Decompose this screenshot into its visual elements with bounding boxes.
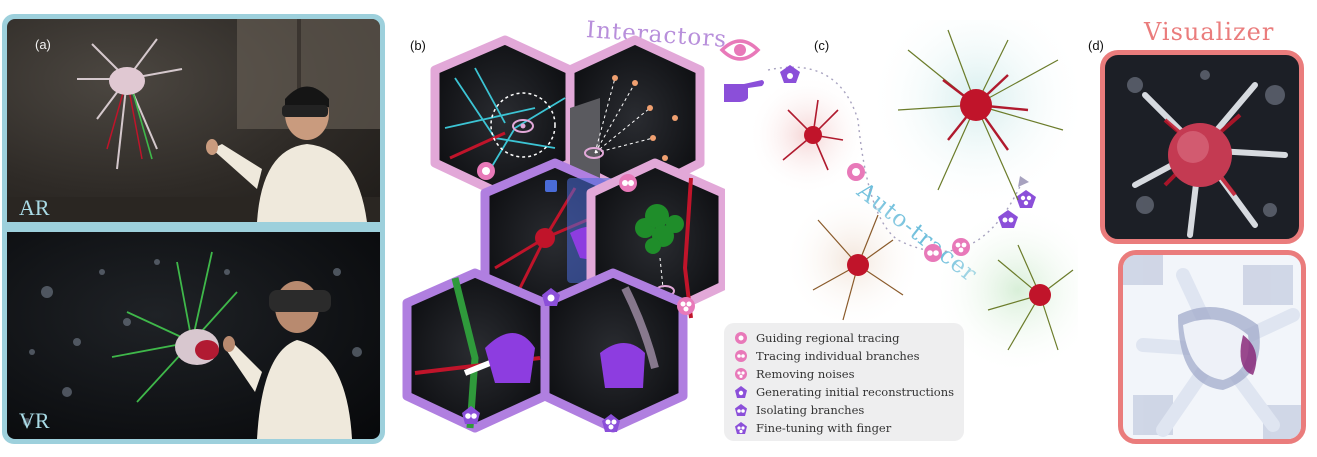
visualizer-title: Visualizer <box>1144 18 1275 46</box>
circle-three-dots-icon <box>952 238 970 256</box>
panel-d-label: (d) <box>1088 38 1104 53</box>
volume-render-illustration <box>1127 70 1288 238</box>
vr-photo: VR <box>7 232 380 439</box>
legend-item: Isolating branches <box>734 401 954 419</box>
neuron-large-top <box>897 29 1064 201</box>
legend-label: Fine-tuning with finger <box>756 421 892 435</box>
density-render-illustration <box>1123 255 1301 439</box>
circle-three-dots-icon <box>735 368 747 380</box>
ar-scene-illustration <box>7 19 380 222</box>
panel-a-label: (a) <box>35 37 51 52</box>
legend-item: Guiding regional tracing <box>734 329 954 347</box>
neuron-middle-left <box>812 214 904 321</box>
neuron-small-left <box>782 99 844 171</box>
pentagon-three-dots-icon <box>735 422 747 434</box>
legend-label: Guiding regional tracing <box>756 331 900 345</box>
legend-label: Tracing individual branches <box>756 349 920 363</box>
visualizer-density-render <box>1118 250 1306 444</box>
hex-guiding-regional-tracing <box>430 35 575 201</box>
hex-fine-tuning-with-finger <box>540 268 688 433</box>
ar-photo: (a) AR <box>7 19 380 222</box>
panel-b-label: (b) <box>410 38 426 53</box>
visualizer-volume-render <box>1100 50 1304 244</box>
pentagon-two-dots-icon <box>462 406 480 424</box>
vr-scene-illustration <box>23 251 362 439</box>
legend-label: Generating initial reconstructions <box>756 385 955 399</box>
neuron-bottom-right <box>987 244 1074 351</box>
pentagon-three-dots-icon <box>602 414 620 432</box>
pentagon-dot-icon <box>542 288 560 306</box>
legend-item: Fine-tuning with finger <box>734 419 954 437</box>
circle-dot-icon <box>735 332 747 344</box>
circle-dot-icon <box>847 163 865 181</box>
circle-two-dots-icon <box>619 174 637 192</box>
legend-item: Tracing individual branches <box>734 347 954 365</box>
panel-a-ar-vr-photos: (a) AR VR <box>2 14 385 444</box>
circle-two-dots-icon <box>735 350 747 362</box>
interactor-hexagon-cluster <box>402 35 725 433</box>
hex-isolating-branches <box>402 268 550 433</box>
vr-label: VR <box>19 408 50 433</box>
pentagon-three-dots-icon <box>1016 190 1036 208</box>
legend-label: Isolating branches <box>756 403 865 417</box>
autotracer-diagram <box>719 20 1078 375</box>
pentagon-two-dots-icon <box>735 404 747 416</box>
panel-c-label: (c) <box>814 38 830 53</box>
pentagon-dot-icon <box>735 386 747 398</box>
legend-label: Removing noises <box>756 367 855 381</box>
ar-label: AR <box>19 195 50 220</box>
eye-icon <box>719 39 761 61</box>
pentagon-two-dots-icon <box>998 210 1018 228</box>
pointing-hand-icon <box>724 80 764 102</box>
legend-item: Generating initial reconstructions <box>734 383 954 401</box>
circle-three-dots-icon <box>677 297 695 315</box>
legend: Guiding regional tracing Tracing individ… <box>724 323 964 441</box>
circle-two-dots-icon <box>924 244 942 262</box>
circle-dot-icon <box>477 162 495 180</box>
legend-item: Removing noises <box>734 365 954 383</box>
